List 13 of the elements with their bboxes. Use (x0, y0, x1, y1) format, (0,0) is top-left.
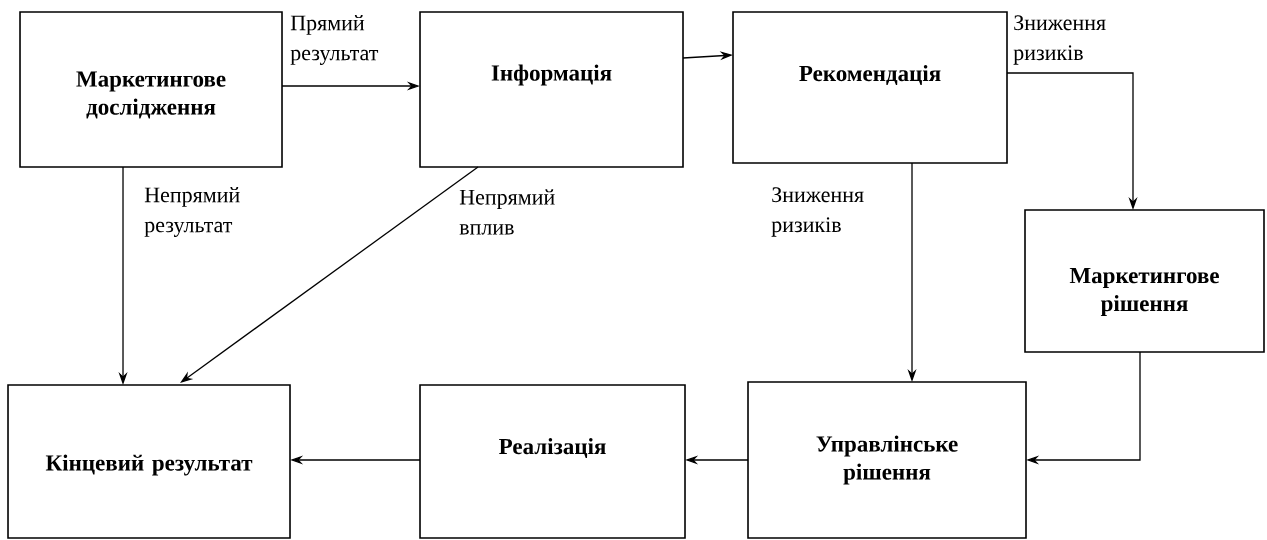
edge-label: Зниження ризиків (1013, 15, 1106, 65)
process-box: Кінцевий результат (7, 384, 291, 539)
edge-label: Непрямий вплив (459, 189, 555, 235)
process-box: Реалізація (419, 384, 686, 539)
edge-label: Зниження ризиків (771, 187, 864, 237)
process-box: Рекомендація (732, 11, 1008, 164)
arrow (180, 166, 479, 383)
process-box: Маркетингове дослідження (19, 11, 283, 168)
edge-label: Прямий результат (290, 15, 379, 65)
process-box: Управлінське рішення (747, 381, 1027, 539)
process-box: Інформація (419, 11, 684, 168)
edge-label: Непрямий результат (144, 187, 240, 237)
process-box: Маркетингове рішення (1024, 209, 1265, 353)
